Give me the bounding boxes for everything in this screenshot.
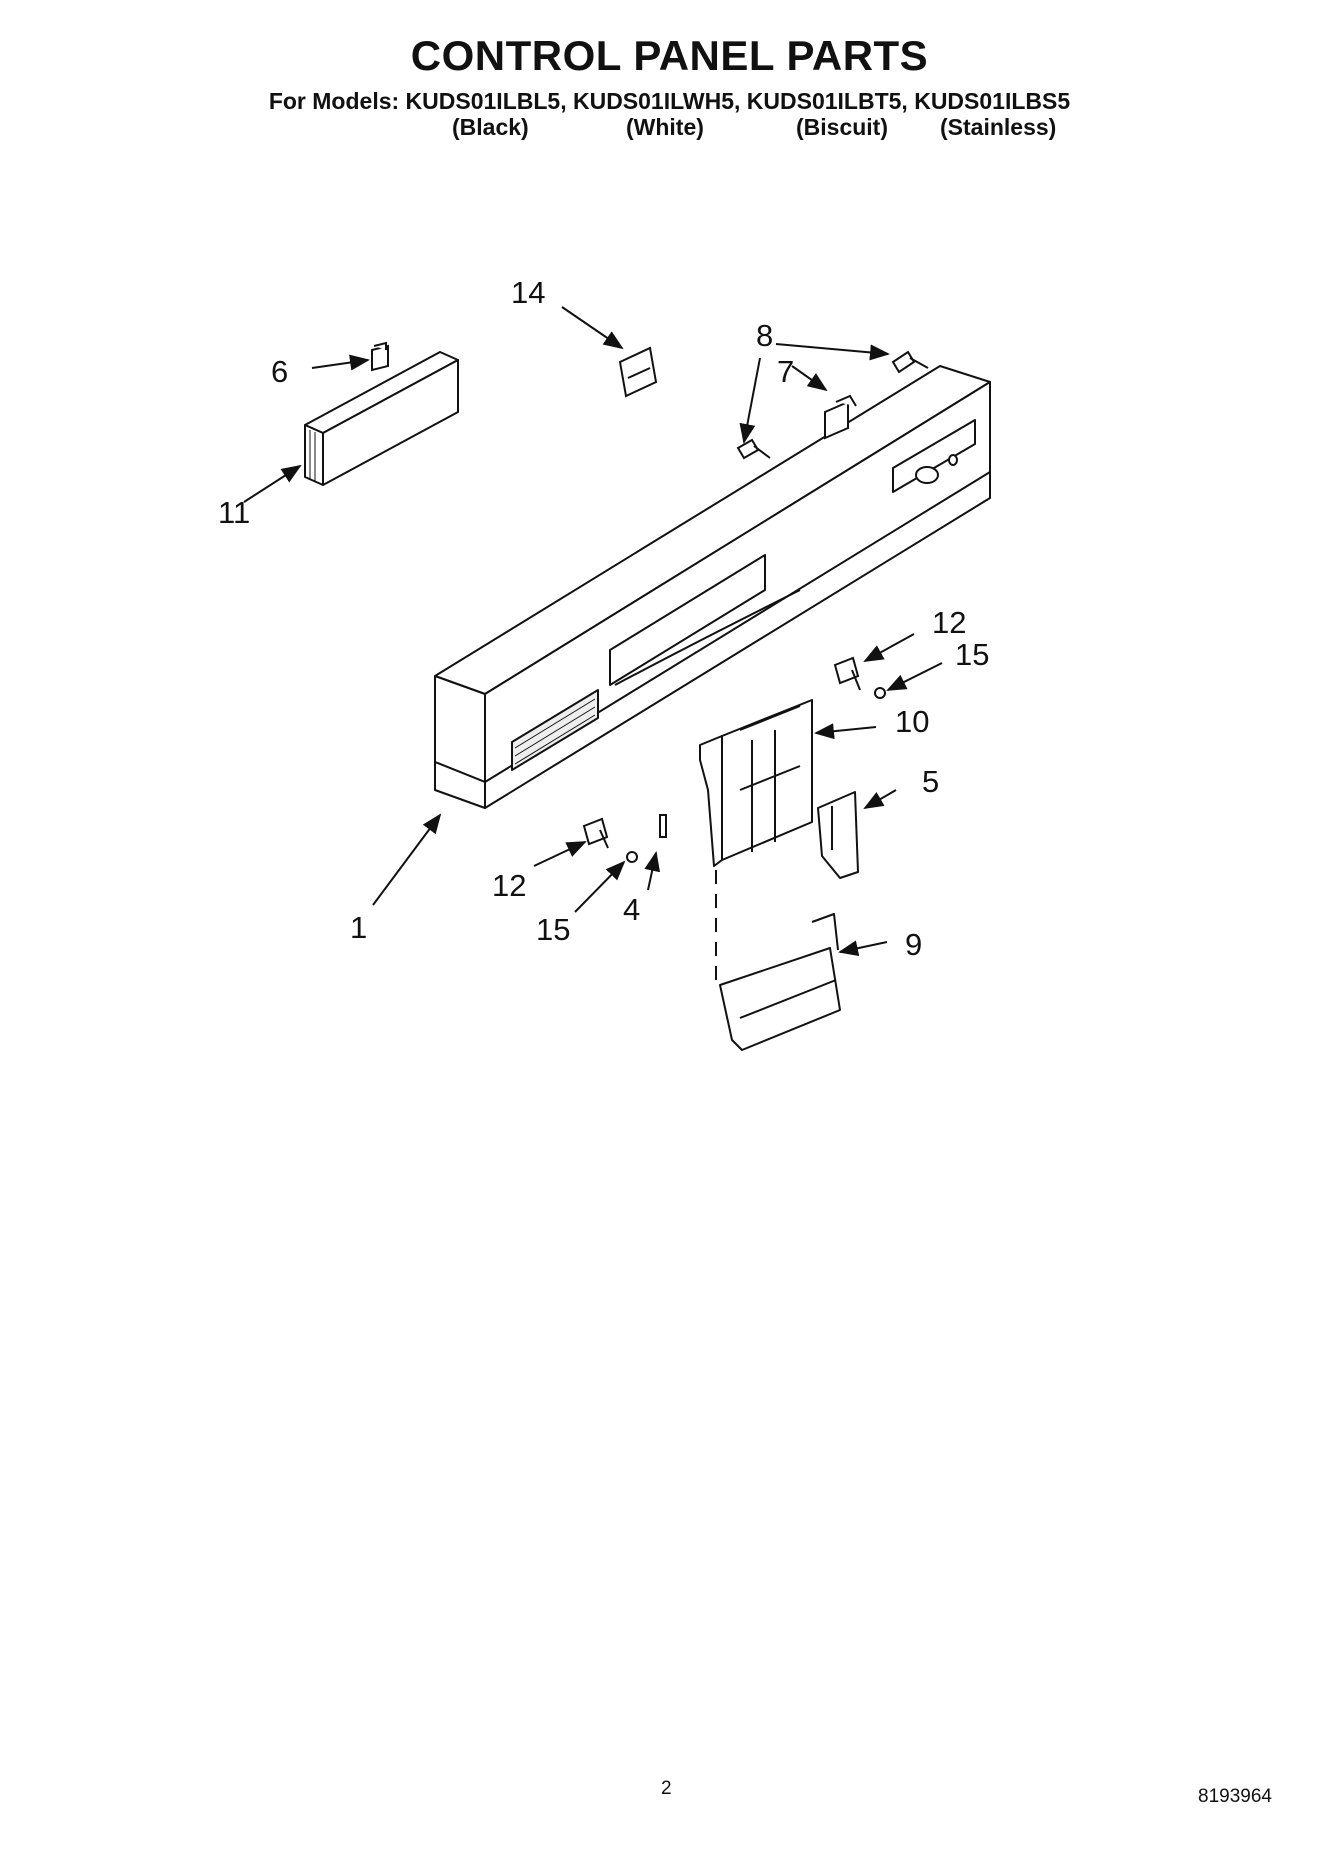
callout-1: 1 [350,910,367,945]
callout-11: 11 [218,495,250,530]
vent-housing-part-11 [304,351,459,486]
callout-15-upper: 15 [955,637,989,672]
base-part-9 [719,913,841,1051]
callout-7: 7 [777,354,794,389]
callout-4: 4 [623,892,640,927]
variant-black: (Black) [452,114,529,140]
screw-part-8 [891,350,929,374]
models-line: For Models: KUDS01ILBL5, KUDS01ILWH5, KU… [268,88,1071,114]
callout-15-lower: 15 [536,912,570,947]
variant-biscuit: (Biscuit) [796,114,888,140]
doc-number: 8193964 [1198,1786,1272,1807]
knob-part-12-upper [833,656,861,691]
control-board-part-10 [699,699,813,867]
bracket-part-14 [618,346,658,398]
callout-6: 6 [271,354,288,389]
callout-12-upper: 12 [932,605,966,640]
screw-part-15-upper [874,687,886,699]
variant-stainless: (Stainless) [940,114,1057,140]
screw-part-15-lower [626,851,638,863]
callout-10: 10 [895,704,929,739]
spring-part-4 [659,814,667,838]
callout-14: 14 [511,275,545,310]
variant-white: (White) [626,114,704,140]
holder-part-5 [817,791,859,879]
page-number: 2 [661,1778,672,1799]
callout-5: 5 [922,764,939,799]
control-panel-console [434,365,991,809]
callout-9: 9 [905,927,922,962]
callout-8: 8 [756,318,773,353]
page-title: CONTROL PANEL PARTS [410,32,929,79]
leader-lines [243,306,943,957]
clip-part-6 [371,341,389,372]
bracket-part-7 [824,394,857,440]
knob-part-12-lower [582,817,609,849]
callout-12-lower: 12 [492,868,526,903]
screw-under-part-8 [736,438,771,460]
